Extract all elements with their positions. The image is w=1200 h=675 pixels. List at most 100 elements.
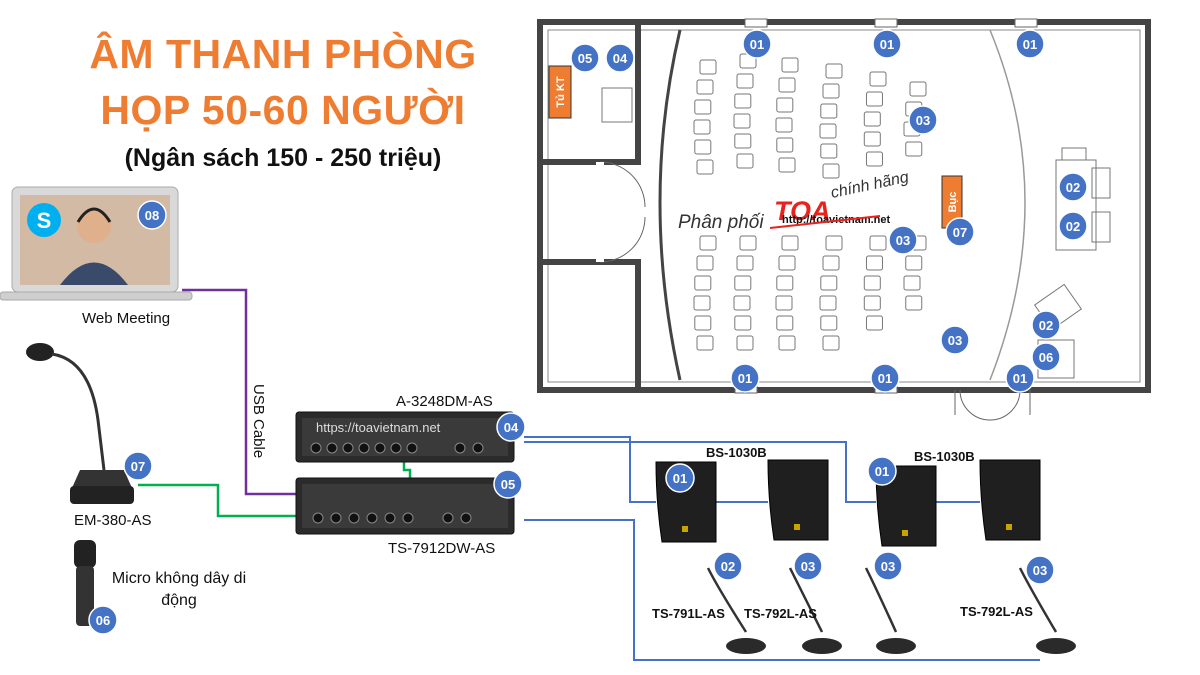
svg-text:05: 05: [578, 51, 592, 66]
person-body: [60, 262, 128, 285]
amp-knob: [366, 512, 378, 524]
seat: [734, 133, 752, 149]
amp-knob: [348, 512, 360, 524]
seat: [905, 295, 923, 311]
number-badge: 04: [496, 412, 526, 442]
seat: [781, 57, 799, 73]
door-arc: [599, 216, 646, 263]
amp-knob: [330, 512, 342, 524]
seat: [865, 151, 883, 167]
number-badge: 08: [137, 200, 167, 230]
number-badge: 03: [908, 105, 938, 135]
title-line2: HỌP 50-60 NGƯỜI: [100, 87, 466, 133]
amp-knob: [358, 442, 370, 454]
side-room-wall: [537, 259, 641, 393]
svg-text:02: 02: [1066, 180, 1080, 195]
svg-text:03: 03: [916, 113, 930, 128]
a3248dm-label: A-3248DM-AS: [396, 393, 493, 410]
subtitle: (Ngân sách 150 - 250 triệu): [124, 144, 442, 172]
em380-label: EM-380-AS: [74, 512, 152, 529]
seat: [694, 315, 712, 331]
seat-rows: [693, 53, 927, 351]
seat: [694, 275, 712, 291]
seat: [869, 71, 887, 87]
control-desk: [601, 87, 633, 123]
speaker-line-1: [524, 436, 656, 503]
amp-knob: [402, 512, 414, 524]
number-badge: 06: [88, 605, 118, 635]
conference-mic: [864, 567, 916, 654]
title-line1: ÂM THANH PHÒNG: [89, 31, 477, 77]
number-badge: 03: [873, 551, 903, 581]
seat: [778, 255, 796, 271]
number-badge: 07: [123, 451, 153, 481]
svg-text:02: 02: [1039, 318, 1053, 333]
number-badge: 06: [1031, 342, 1061, 372]
amp-knob: [472, 442, 484, 454]
seat: [863, 131, 881, 147]
stage-curve: [989, 29, 1026, 381]
wireless-mic: [74, 540, 96, 626]
seat: [693, 295, 711, 311]
em380-mic: [26, 343, 134, 504]
svg-text:02: 02: [721, 559, 735, 574]
number-badge: 01: [872, 29, 902, 59]
svg-text:01: 01: [738, 371, 752, 386]
seat: [734, 93, 752, 109]
seat: [822, 83, 840, 99]
partition-curve: [658, 29, 682, 381]
amp-knob: [312, 512, 324, 524]
seat: [863, 295, 881, 311]
seat: [696, 79, 714, 95]
number-badge: 03: [940, 325, 970, 355]
svg-text:08: 08: [145, 208, 159, 223]
bs1030b-label-2: BS-1030B: [914, 449, 975, 464]
amp-knob: [442, 512, 454, 524]
svg-text:07: 07: [953, 225, 967, 240]
seat: [778, 335, 796, 351]
amp-ts7912dw: [295, 477, 515, 535]
svg-text:01: 01: [1013, 371, 1027, 386]
ts792l-label-2: TS-792L-AS: [960, 604, 1033, 619]
seat: [699, 59, 717, 75]
amp-knob: [390, 442, 402, 454]
seat: [776, 275, 794, 291]
seat: [822, 255, 840, 271]
amp-knob: [342, 442, 354, 454]
conference-mics: [706, 567, 1076, 654]
dist-brand: TOA: [774, 196, 831, 226]
usb-cable-label: USB Cable: [250, 384, 267, 458]
conference-mic: [706, 567, 766, 654]
seat: [865, 255, 883, 271]
seat: [903, 275, 921, 291]
seat: [825, 235, 843, 251]
conference-mic: [788, 567, 842, 654]
svg-text:01: 01: [878, 371, 892, 386]
svg-text:03: 03: [881, 559, 895, 574]
dist-text: Phân phối: [678, 212, 764, 233]
seat: [696, 335, 714, 351]
seat: [865, 91, 883, 107]
number-badge: 02: [1058, 172, 1088, 202]
seat: [819, 123, 837, 139]
seat: [822, 335, 840, 351]
number-badge: 02: [713, 551, 743, 581]
number-badge: 01: [665, 463, 695, 493]
seat: [776, 137, 794, 153]
laptop: S: [0, 186, 193, 301]
number-badge: 01: [1005, 363, 1035, 393]
ts792l-label-1: TS-792L-AS: [744, 606, 817, 621]
connections: [138, 288, 1040, 661]
seat: [733, 113, 751, 129]
podium-label: Bục: [947, 192, 959, 213]
seat: [696, 255, 714, 271]
seat: [734, 315, 752, 331]
seat: [863, 275, 881, 291]
mic-line: [138, 483, 300, 518]
amp-knob: [310, 442, 322, 454]
seat: [693, 119, 711, 135]
amp-knob: [454, 442, 466, 454]
seat: [865, 315, 883, 331]
number-badge: 01: [1015, 29, 1045, 59]
